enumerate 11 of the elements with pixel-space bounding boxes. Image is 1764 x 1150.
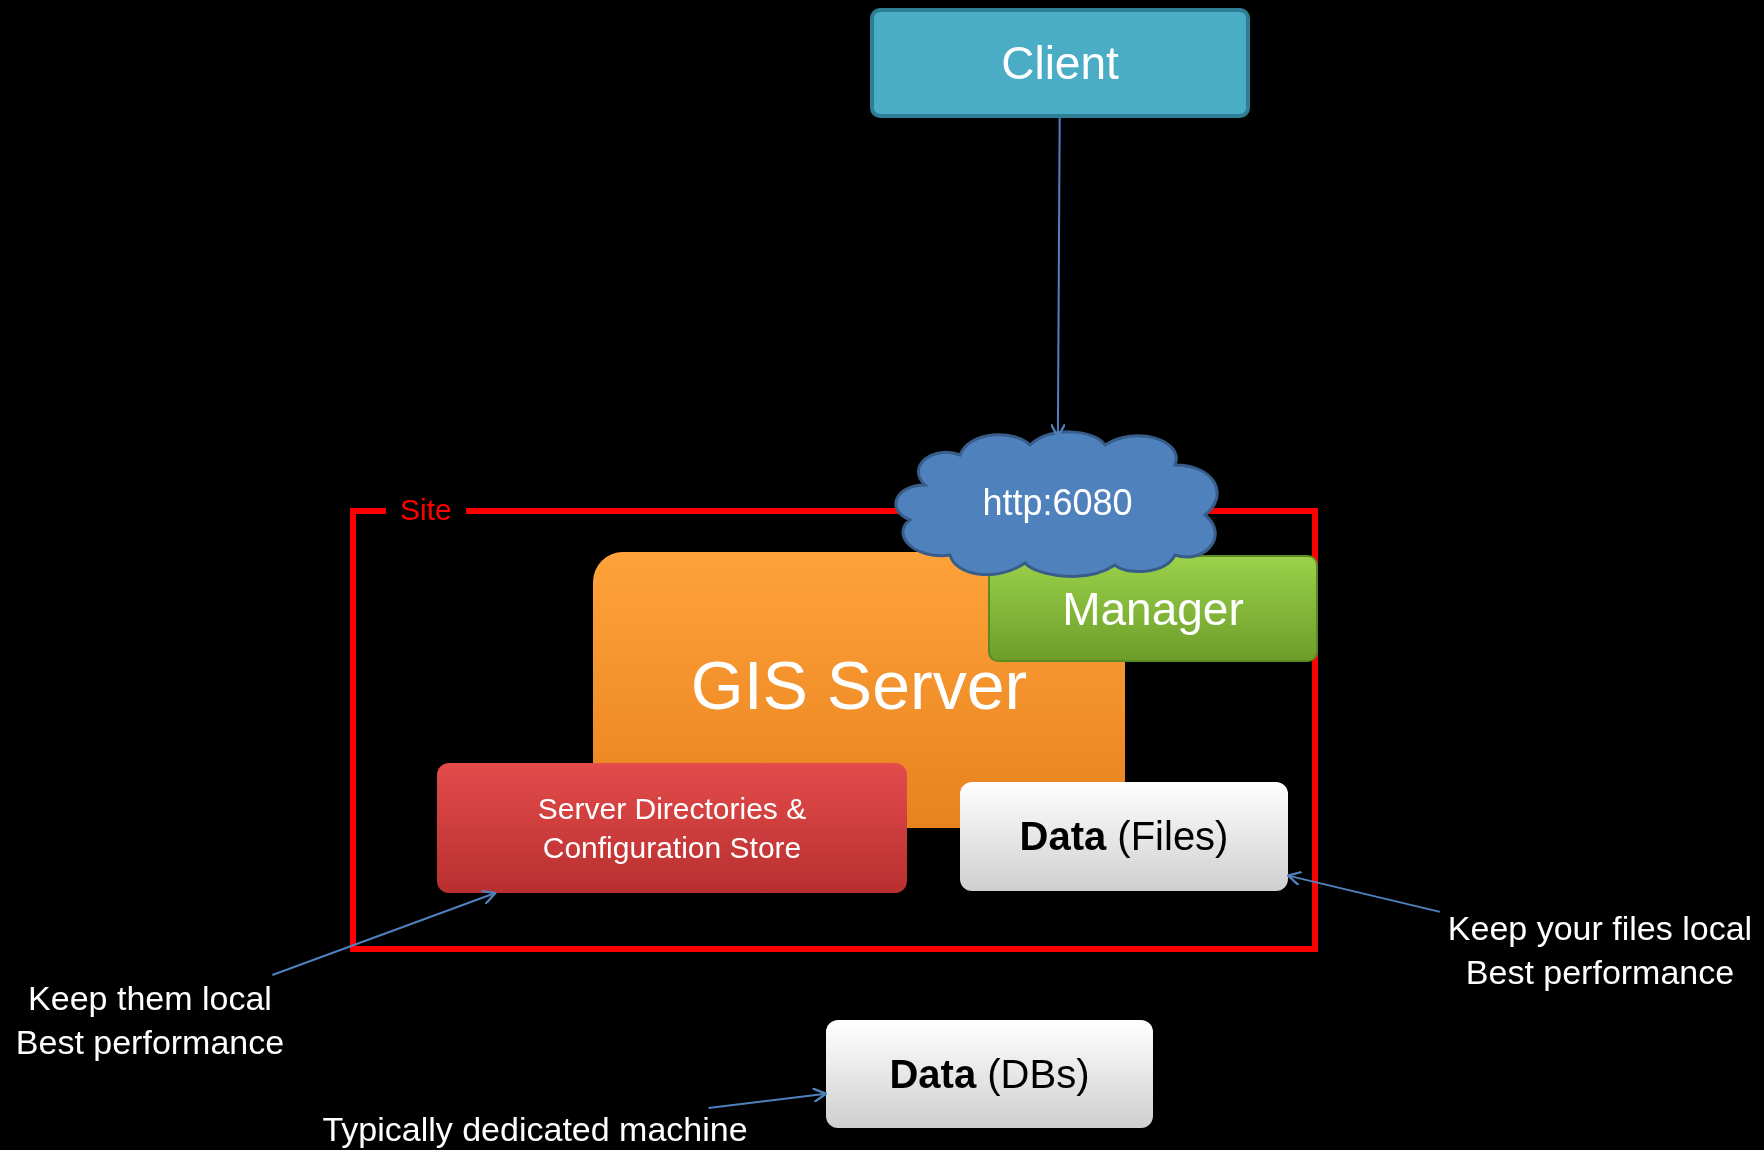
note-text: Keep them local Best performance — [5, 975, 295, 1065]
note-text: Typically dedicated machine — [315, 1108, 755, 1150]
client-box: Client — [870, 8, 1250, 118]
data-box: Data (DBs) — [826, 1020, 1153, 1128]
leader-line — [707, 1087, 828, 1109]
leader-line — [1286, 870, 1441, 913]
leader-line — [271, 889, 497, 976]
note-text: Keep your files local Best performance — [1440, 905, 1760, 995]
manager-box: Manager — [988, 555, 1318, 662]
store-box: Server Directories & Configuration Store — [437, 763, 907, 893]
data-box: Data (Files) — [960, 782, 1288, 891]
